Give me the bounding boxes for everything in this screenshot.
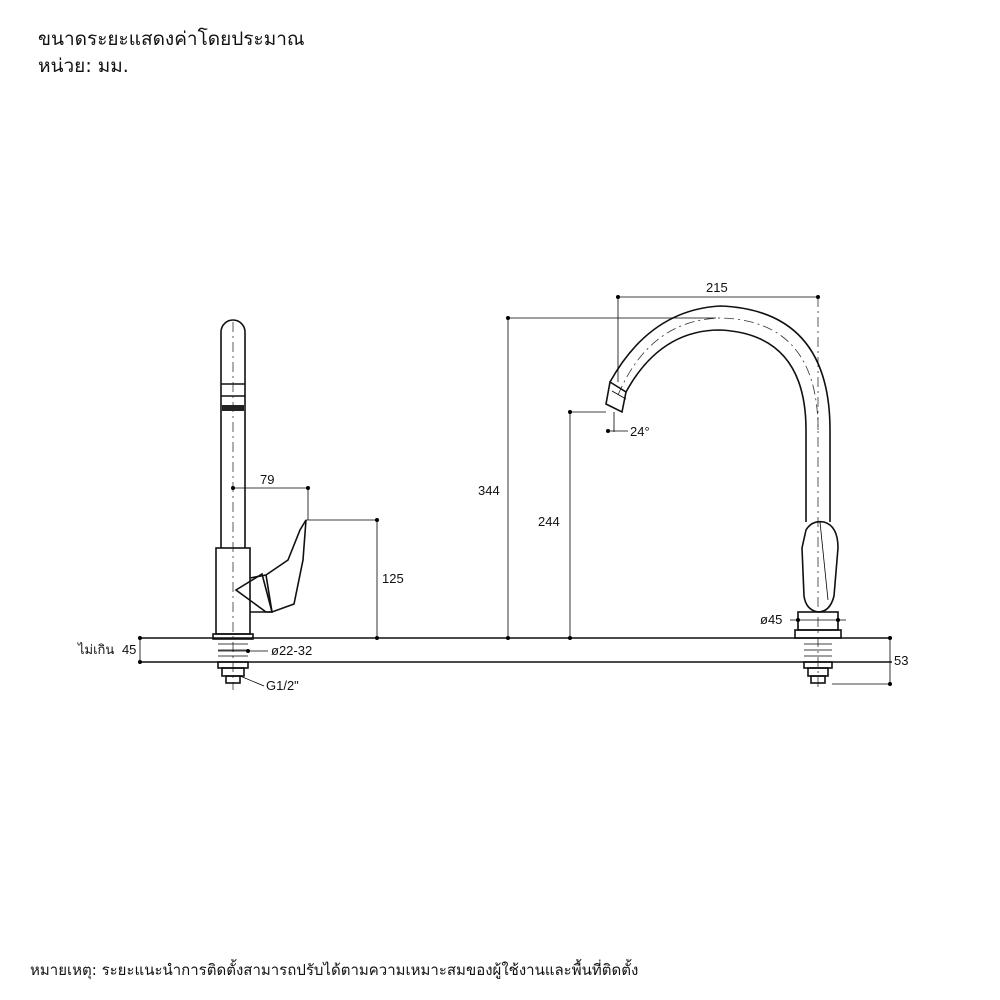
dimension-344-label: 344 bbox=[478, 483, 500, 498]
faucet-side-view: 79 125 ไม่เกิน 45 ø22-32 G1/2" bbox=[77, 319, 404, 693]
dimension-53-label: 53 bbox=[894, 653, 908, 668]
base-diameter-label: ø45 bbox=[760, 612, 782, 627]
header: ขนาดระยะแสดงค่าโดยประมาณ หน่วย: มม. bbox=[38, 26, 305, 80]
countertop bbox=[140, 637, 892, 663]
max-thickness-value: 45 bbox=[122, 642, 136, 657]
max-thickness-label: ไม่เกิน 45 bbox=[77, 642, 136, 657]
dimension-215-label: 215 bbox=[706, 280, 728, 295]
max-thickness-prefix: ไม่เกิน bbox=[77, 642, 114, 657]
thread-size-label: G1/2" bbox=[266, 678, 299, 693]
dimension-244-label: 244 bbox=[538, 514, 560, 529]
installation-note: หมายเหตุ: ระยะแนะนำการติดตั้งสามารถปรับไ… bbox=[30, 961, 639, 979]
faucet-front-view: 215 344 244 24° ø45 53 bbox=[478, 280, 908, 690]
unit-label: หน่วย: มม. bbox=[38, 55, 129, 77]
dimension-125-label: 125 bbox=[382, 571, 404, 586]
spout-angle-label: 24° bbox=[630, 424, 650, 439]
dimension-79-label: 79 bbox=[260, 472, 274, 487]
approx-dimensions-title: ขนาดระยะแสดงค่าโดยประมาณ bbox=[38, 28, 305, 50]
hole-diameter-label: ø22-32 bbox=[271, 643, 312, 658]
